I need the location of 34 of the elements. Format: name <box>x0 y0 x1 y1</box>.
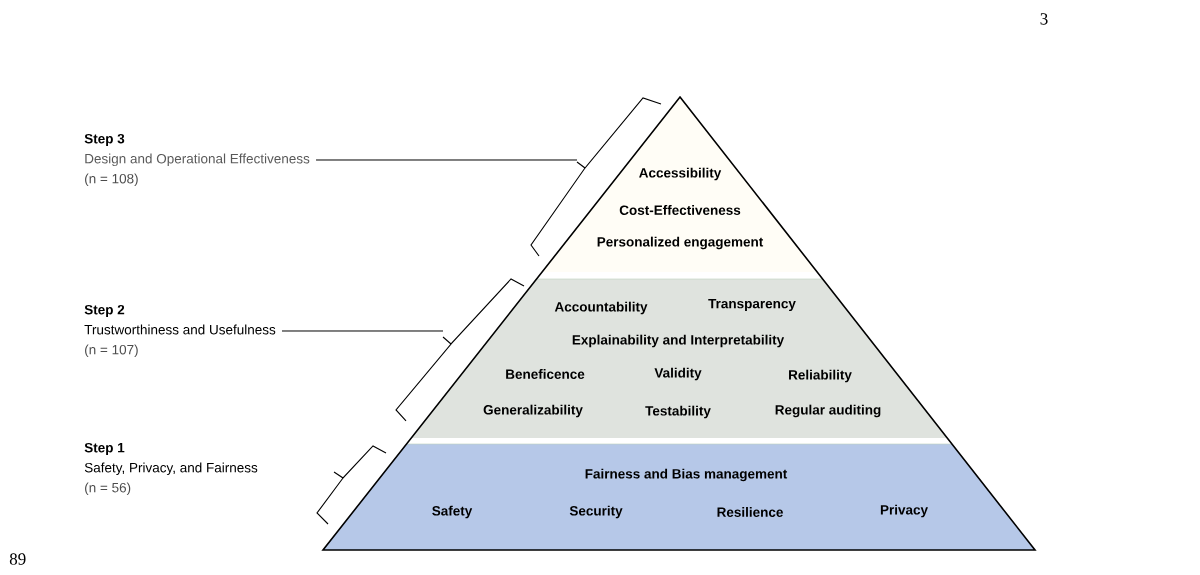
tier-item: Accountability <box>554 301 648 315</box>
leader-line <box>281 330 444 332</box>
step-heading: Step 3 <box>84 133 125 147</box>
sample-size: (n = 108) <box>85 173 138 187</box>
bracket <box>316 445 387 525</box>
step-title: Trustworthiness and Usefulness <box>84 324 276 335</box>
tier-item: Explainability and Interpretability <box>572 334 785 348</box>
tier-item: Cost-Effectiveness <box>619 205 741 215</box>
tier-item: Reliability <box>789 369 852 383</box>
tier-item: Regular auditing <box>775 404 881 418</box>
tier-item: Transparency <box>708 298 796 312</box>
step-title: Design and Operational Effectiveness <box>85 153 310 167</box>
tier-item: Accessibility <box>639 167 722 181</box>
tier-item: Personalized engagement <box>597 236 764 250</box>
tier-item: Safety <box>432 505 473 519</box>
tier-item: Security <box>569 505 623 519</box>
page-number: 89 <box>9 553 26 565</box>
leader-line <box>315 159 578 161</box>
step-heading: Step 2 <box>84 304 125 318</box>
tier-item: Fairness and Bias management <box>585 468 788 482</box>
sample-size: (n = 107) <box>85 344 138 358</box>
tier-item: Resilience <box>717 507 783 517</box>
tier-item: Testability <box>645 405 711 419</box>
tier-item: Beneficence <box>506 369 585 379</box>
page-number: 3 <box>1040 13 1048 25</box>
tier-item: Generalizability <box>483 404 583 418</box>
tier-item: Validity <box>654 367 702 381</box>
pyramid-tier <box>323 443 1035 550</box>
pyramid-tier <box>411 278 948 438</box>
tier-item: Privacy <box>880 504 928 518</box>
sample-size: (n = 56) <box>85 482 131 496</box>
pyramid-tier <box>542 96 818 272</box>
step-title: Safety, Privacy, and Fairness <box>84 462 258 476</box>
step-heading: Step 1 <box>84 442 125 456</box>
